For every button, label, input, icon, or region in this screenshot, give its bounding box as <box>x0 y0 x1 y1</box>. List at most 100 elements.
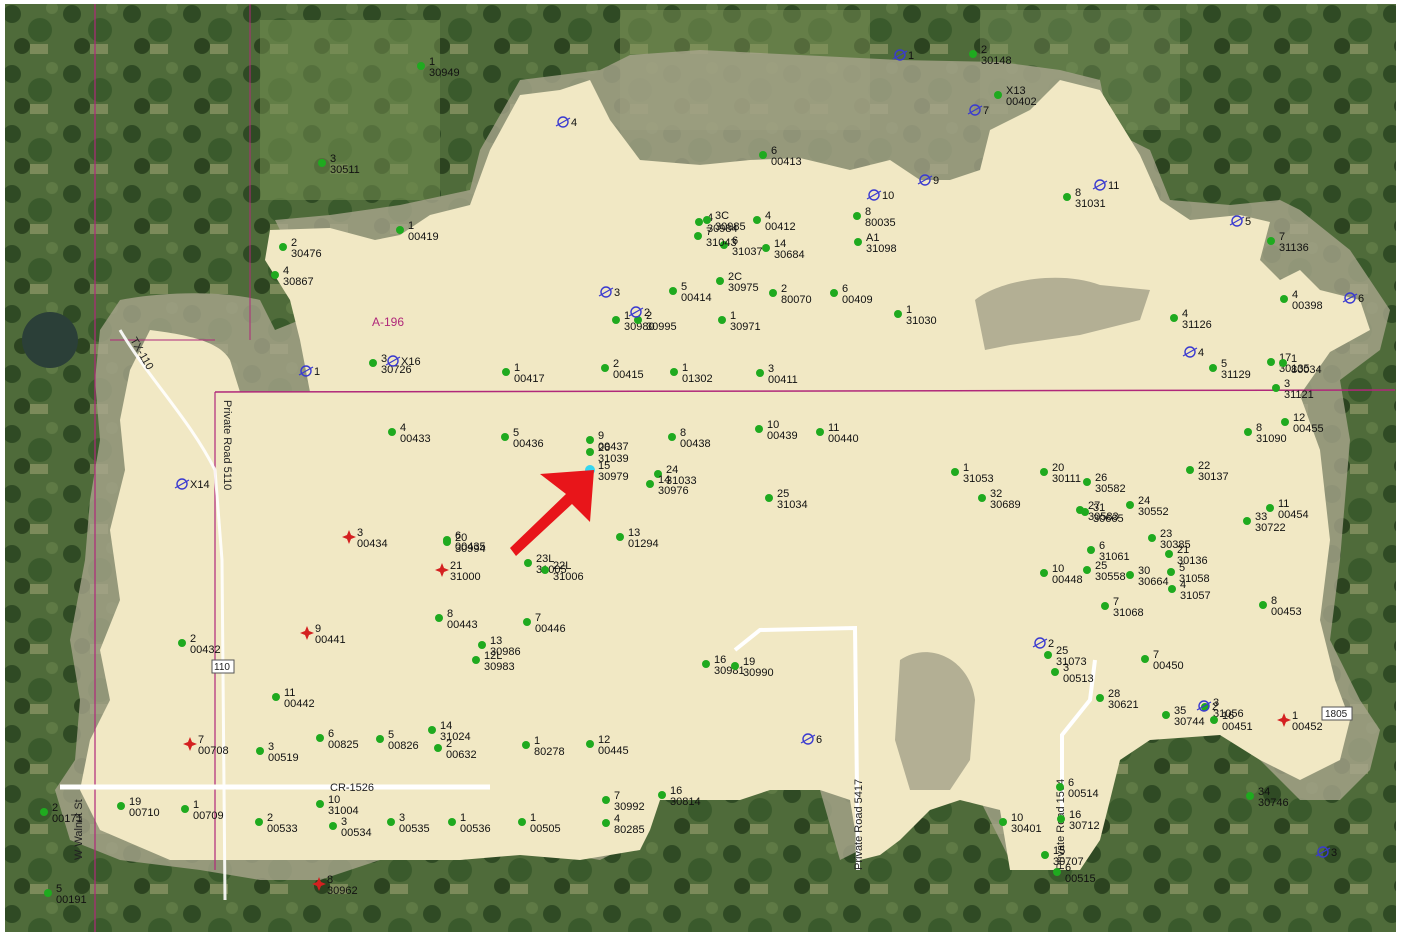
permit-star-icon[interactable] <box>312 877 326 891</box>
producing-well-icon[interactable] <box>417 62 425 70</box>
producing-well-icon[interactable] <box>1279 359 1287 367</box>
producing-well-icon[interactable] <box>1266 504 1274 512</box>
producing-well-icon[interactable] <box>951 468 959 476</box>
producing-well-icon[interactable] <box>994 91 1002 99</box>
producing-well-icon[interactable] <box>1057 815 1065 823</box>
producing-well-icon[interactable] <box>1209 364 1217 372</box>
producing-well-icon[interactable] <box>1186 466 1194 474</box>
dry-hole-icon[interactable] <box>1344 292 1356 304</box>
dry-hole-icon[interactable] <box>630 306 642 318</box>
producing-well-icon[interactable] <box>40 808 48 816</box>
unit-boundary[interactable] <box>80 80 1370 870</box>
producing-well-icon[interactable] <box>1056 783 1064 791</box>
producing-well-icon[interactable] <box>999 818 1007 826</box>
producing-well-icon[interactable] <box>329 822 337 830</box>
producing-well-icon[interactable] <box>1267 358 1275 366</box>
dry-hole-marker[interactable]: 4 <box>555 116 577 129</box>
producing-well-icon[interactable] <box>316 800 324 808</box>
road-private-1504[interactable] <box>1060 659 1097 820</box>
producing-well-icon[interactable] <box>1096 694 1104 702</box>
dry-hole-icon[interactable] <box>387 355 399 367</box>
producing-well-icon[interactable] <box>541 566 549 574</box>
producing-well-icon[interactable] <box>1244 428 1252 436</box>
dry-hole-icon[interactable] <box>802 733 814 745</box>
producing-well-icon[interactable] <box>1201 703 1209 711</box>
producing-well-icon[interactable] <box>524 559 532 567</box>
dry-hole-marker[interactable]: 3 <box>598 286 620 299</box>
dry-hole-marker[interactable]: X14 <box>174 478 210 491</box>
producing-well-icon[interactable] <box>658 791 666 799</box>
dry-hole-icon[interactable] <box>1094 179 1106 191</box>
dry-hole-marker[interactable]: 6 <box>800 733 822 746</box>
dry-hole-marker[interactable]: 5 <box>1229 215 1251 228</box>
producing-well-icon[interactable] <box>428 726 436 734</box>
producing-well-icon[interactable] <box>602 796 610 804</box>
dry-hole-icon[interactable] <box>1034 637 1046 649</box>
producing-well-icon[interactable] <box>117 802 125 810</box>
producing-well-icon[interactable] <box>435 614 443 622</box>
producing-well-icon[interactable] <box>279 243 287 251</box>
dry-hole-marker[interactable]: 10 <box>866 189 894 202</box>
producing-well-icon[interactable] <box>1165 550 1173 558</box>
dry-hole-icon[interactable] <box>176 478 188 490</box>
permit-star-icon[interactable] <box>1277 713 1291 727</box>
producing-well-icon[interactable] <box>316 734 324 742</box>
producing-well-icon[interactable] <box>387 818 395 826</box>
dry-hole-icon[interactable] <box>600 286 612 298</box>
producing-well-icon[interactable] <box>1063 193 1071 201</box>
producing-well-icon[interactable] <box>668 433 676 441</box>
producing-well-icon[interactable] <box>1040 569 1048 577</box>
producing-well-icon[interactable] <box>271 271 279 279</box>
producing-well-icon[interactable] <box>654 470 662 478</box>
producing-well-icon[interactable] <box>1162 711 1170 719</box>
producing-well-icon[interactable] <box>601 364 609 372</box>
producing-well-icon[interactable] <box>388 428 396 436</box>
producing-well-icon[interactable] <box>1267 237 1275 245</box>
permit-star-icon[interactable] <box>183 737 197 751</box>
producing-well-icon[interactable] <box>1259 601 1267 609</box>
producing-well-icon[interactable] <box>1051 668 1059 676</box>
dry-hole-marker[interactable]: 6 <box>1342 292 1364 305</box>
